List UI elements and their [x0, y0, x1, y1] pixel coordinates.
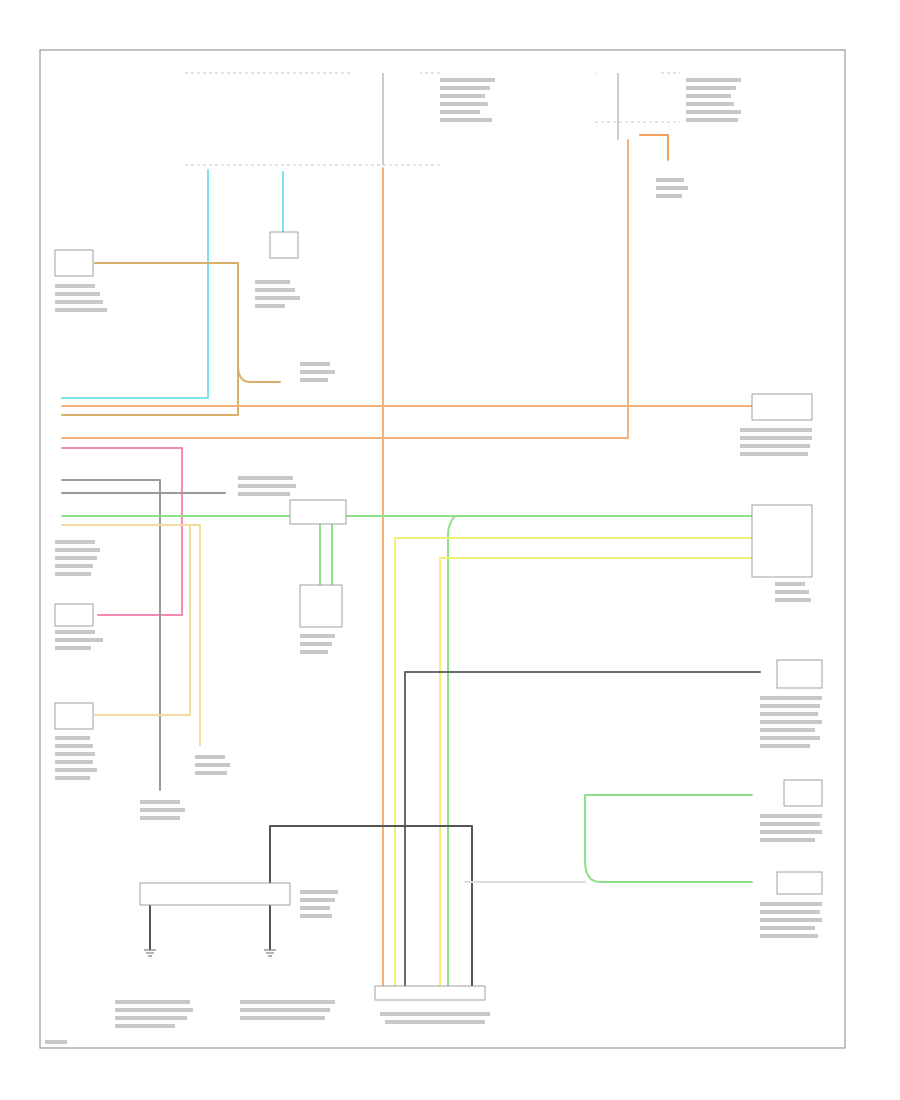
wire-orange-splice [639, 134, 669, 161]
lower-right-switch-box [776, 871, 823, 895]
wire-cyan-left [61, 169, 209, 399]
wire-gray-ground [61, 479, 161, 791]
ground-symbol-right [264, 949, 276, 957]
right-sensor-box [783, 779, 823, 807]
splice-connector-box [289, 499, 347, 525]
wire-light-tan-b [94, 524, 191, 716]
wire-pink [61, 447, 183, 616]
label-placeholders [45, 78, 822, 1044]
cruise-switch-box [299, 584, 343, 628]
bottom-connector-box [374, 985, 486, 1001]
ground-connector-box [139, 882, 291, 906]
wire-tan-speed-sensor [61, 262, 239, 416]
brake-sensor-box [269, 231, 299, 259]
wire-orange-right-fuse [61, 139, 629, 439]
upper-right-module-box [776, 659, 823, 689]
pink-sensor-box [54, 603, 94, 627]
wire-light-tan [61, 524, 201, 746]
wire-dark-gray [404, 671, 761, 991]
data-link-connector-box [751, 504, 813, 578]
wire-yellow-1 [394, 537, 753, 991]
ground-symbol-left [144, 949, 156, 957]
left-control-box [54, 702, 94, 730]
electronic-module-box [751, 393, 813, 421]
fuse-block-label-bg-right [596, 69, 660, 77]
wire-green-branch [447, 515, 456, 991]
wire-green-lower [584, 794, 753, 883]
wire-yellow-2 [439, 557, 753, 991]
diagram-frame [39, 49, 846, 1049]
fuse-block-label-bg-left [350, 69, 420, 77]
wire-tan-connector [237, 364, 281, 383]
speed-sensor-box [54, 249, 94, 277]
wire-black-ground [269, 825, 473, 991]
